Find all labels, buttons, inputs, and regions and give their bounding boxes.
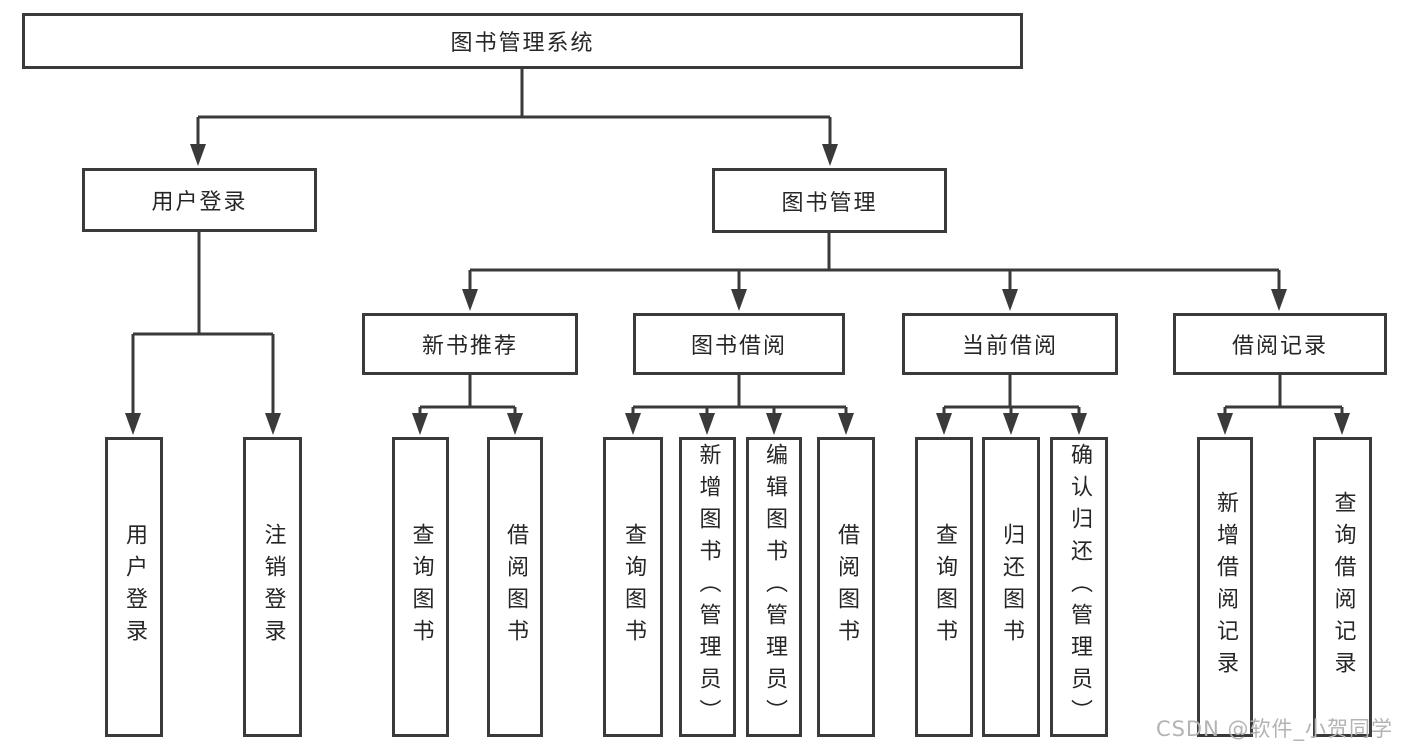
- node-root-label: 图书管理系统: [450, 31, 595, 56]
- leaf-return-books: 归还图书: [982, 437, 1040, 737]
- leaf-add-borrow-record: 新增借阅记录: [1197, 437, 1253, 737]
- node-book-management-label: 图书管理: [781, 190, 878, 216]
- leaf-edit-books-admin-label: 编辑图书（管理员）: [762, 443, 787, 731]
- connector-book-borrow-split: [625, 375, 854, 435]
- node-book-borrow: 图书借阅: [633, 313, 845, 375]
- leaf-query-books-recommend: 查询图书: [392, 437, 449, 737]
- leaf-query-books-borrow-label: 查询图书: [621, 523, 646, 651]
- leaf-query-books-borrow: 查询图书: [603, 437, 663, 737]
- node-current-borrow-label: 当前借阅: [961, 334, 1058, 359]
- node-current-borrow: 当前借阅: [902, 313, 1118, 375]
- leaf-query-books-recommend-label: 查询图书: [408, 523, 434, 651]
- node-borrow-records: 借阅记录: [1173, 313, 1387, 375]
- connector-current-borrow-split: [936, 375, 1087, 435]
- leaf-logout: 注销登录: [243, 437, 302, 737]
- leaf-query-borrow-record: 查询借阅记录: [1313, 437, 1372, 737]
- connector-root-split: [190, 69, 838, 166]
- leaf-add-books-admin: 新增图书（管理员）: [679, 437, 736, 737]
- leaf-user-login: 用户登录: [105, 437, 163, 737]
- node-new-book-recommend: 新书推荐: [362, 313, 578, 375]
- node-book-management: 图书管理: [712, 168, 947, 233]
- leaf-add-books-admin-label: 新增图书（管理员）: [695, 443, 721, 731]
- leaf-borrow-books-recommend-label: 借阅图书: [503, 523, 528, 651]
- leaf-logout-label: 注销登录: [260, 523, 286, 651]
- node-user-login: 用户登录: [82, 168, 317, 232]
- leaf-add-borrow-record-label: 新增借阅记录: [1213, 491, 1238, 683]
- connector-book-mgmt-split: [462, 233, 1287, 311]
- node-borrow-records-label: 借阅记录: [1231, 334, 1328, 359]
- leaf-borrow-books-label: 借阅图书: [834, 523, 859, 651]
- leaf-borrow-books: 借阅图书: [817, 437, 875, 737]
- node-book-borrow-label: 图书借阅: [690, 334, 787, 359]
- node-root-system: 图书管理系统: [22, 13, 1023, 69]
- connector-new-book-rec-split: [412, 375, 523, 435]
- leaf-return-books-label: 归还图书: [999, 523, 1024, 651]
- leaf-confirm-return-admin: 确认归还（管理员）: [1050, 437, 1108, 737]
- leaf-query-books-current-label: 查询图书: [932, 523, 957, 651]
- connector-user-login-split: [125, 232, 281, 435]
- node-new-book-recommend-label: 新书推荐: [421, 334, 518, 359]
- leaf-query-borrow-record-label: 查询借阅记录: [1330, 491, 1356, 683]
- leaf-borrow-books-recommend: 借阅图书: [487, 437, 543, 737]
- leaf-confirm-return-admin-label: 确认归还（管理员）: [1067, 443, 1092, 731]
- connector-borrow-record-split: [1217, 375, 1350, 435]
- csdn-watermark: CSDN @软件_小贺同学: [1155, 717, 1393, 741]
- leaf-user-login-label: 用户登录: [122, 523, 147, 651]
- leaf-query-books-current: 查询图书: [915, 437, 973, 737]
- leaf-edit-books-admin: 编辑图书（管理员）: [746, 437, 802, 737]
- node-user-login-label: 用户登录: [151, 190, 248, 215]
